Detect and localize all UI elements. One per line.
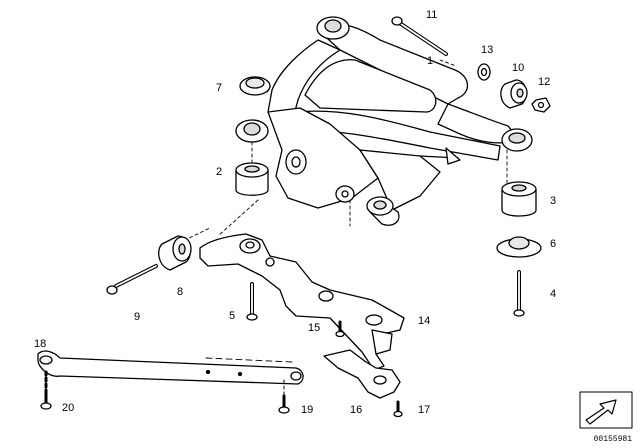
part-11-bolt (391, 16, 448, 56)
label-part-20: 20 (62, 402, 75, 414)
part-18-strut (37, 350, 304, 385)
label-part-4: 4 (550, 288, 557, 300)
arrow-logo-icon (579, 391, 633, 429)
part-9-bolt (106, 264, 158, 295)
label-part-3: 3 (550, 195, 557, 207)
part-6-washer (496, 236, 542, 258)
part-17-bolt (393, 400, 403, 418)
label-part-1: 1 (427, 55, 434, 67)
part-16-bracket (323, 349, 401, 399)
part-10-bushing (500, 79, 528, 109)
label-part-7: 7 (216, 82, 223, 94)
label-part-13: 13 (481, 44, 494, 56)
label-part-16: 16 (350, 404, 363, 416)
part-5-bolt (246, 282, 258, 321)
label-part-10: 10 (512, 62, 525, 74)
part-4-bolt (513, 270, 525, 317)
label-part-18: 18 (34, 338, 47, 350)
label-part-12: 12 (538, 76, 551, 88)
part-15-bolt (335, 320, 345, 338)
label-part-19: 19 (301, 404, 314, 416)
label-part-11: 11 (426, 9, 438, 21)
label-part-15: 15 (308, 322, 321, 334)
part-20-bolt (40, 370, 52, 410)
label-part-14: 14 (418, 315, 431, 327)
part-7-washer (239, 76, 271, 96)
part-13-washer (477, 63, 491, 81)
part-12-nut (531, 97, 551, 113)
label-part-17: 17 (418, 404, 431, 416)
part-14-bracket (199, 233, 405, 371)
part-3-bushing (501, 181, 537, 217)
part-2-bushing (235, 162, 269, 196)
part-19-bolt (278, 379, 290, 414)
label-part-5: 5 (229, 310, 236, 322)
document-id: 00155981 (593, 435, 632, 444)
label-part-8: 8 (177, 286, 184, 298)
part-8-bushing (158, 235, 192, 271)
label-part-6: 6 (550, 238, 557, 250)
label-part-2: 2 (216, 166, 223, 178)
axle-carrier (235, 16, 533, 226)
label-part-9: 9 (134, 311, 141, 323)
